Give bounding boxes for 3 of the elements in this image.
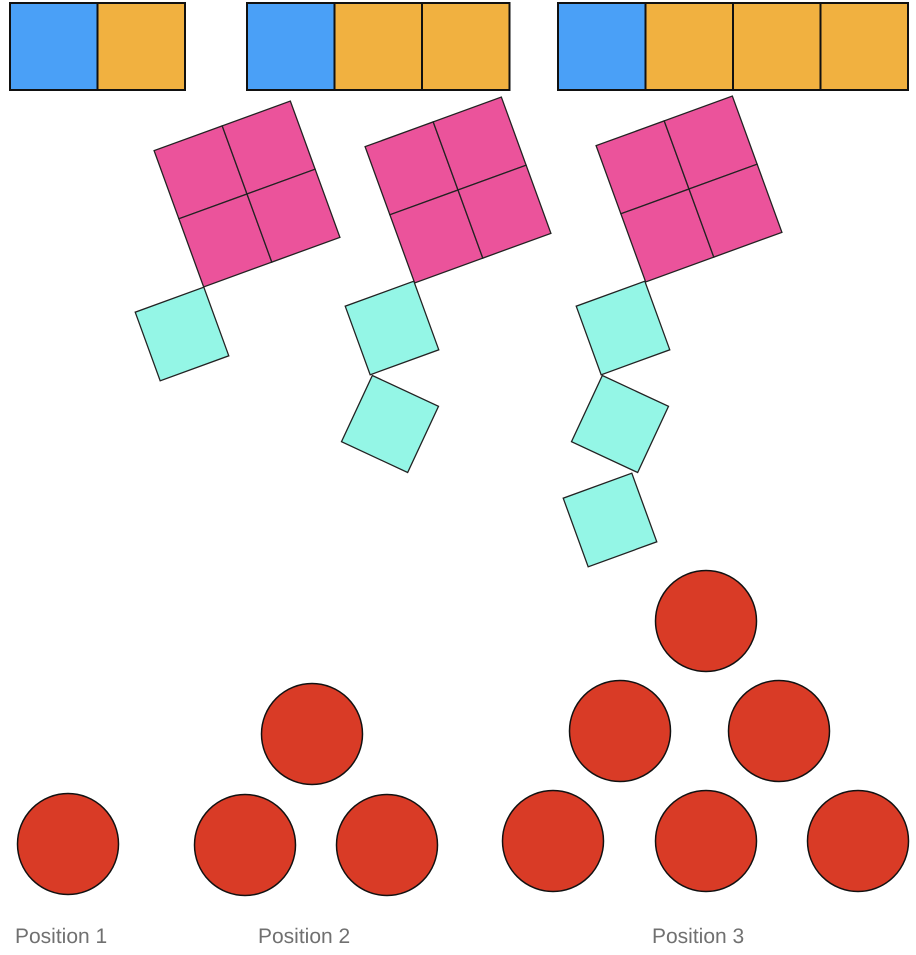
position-label: Position 3 xyxy=(652,925,744,949)
position-label: Position 2 xyxy=(258,925,350,949)
position-label: Position 1 xyxy=(15,925,108,949)
